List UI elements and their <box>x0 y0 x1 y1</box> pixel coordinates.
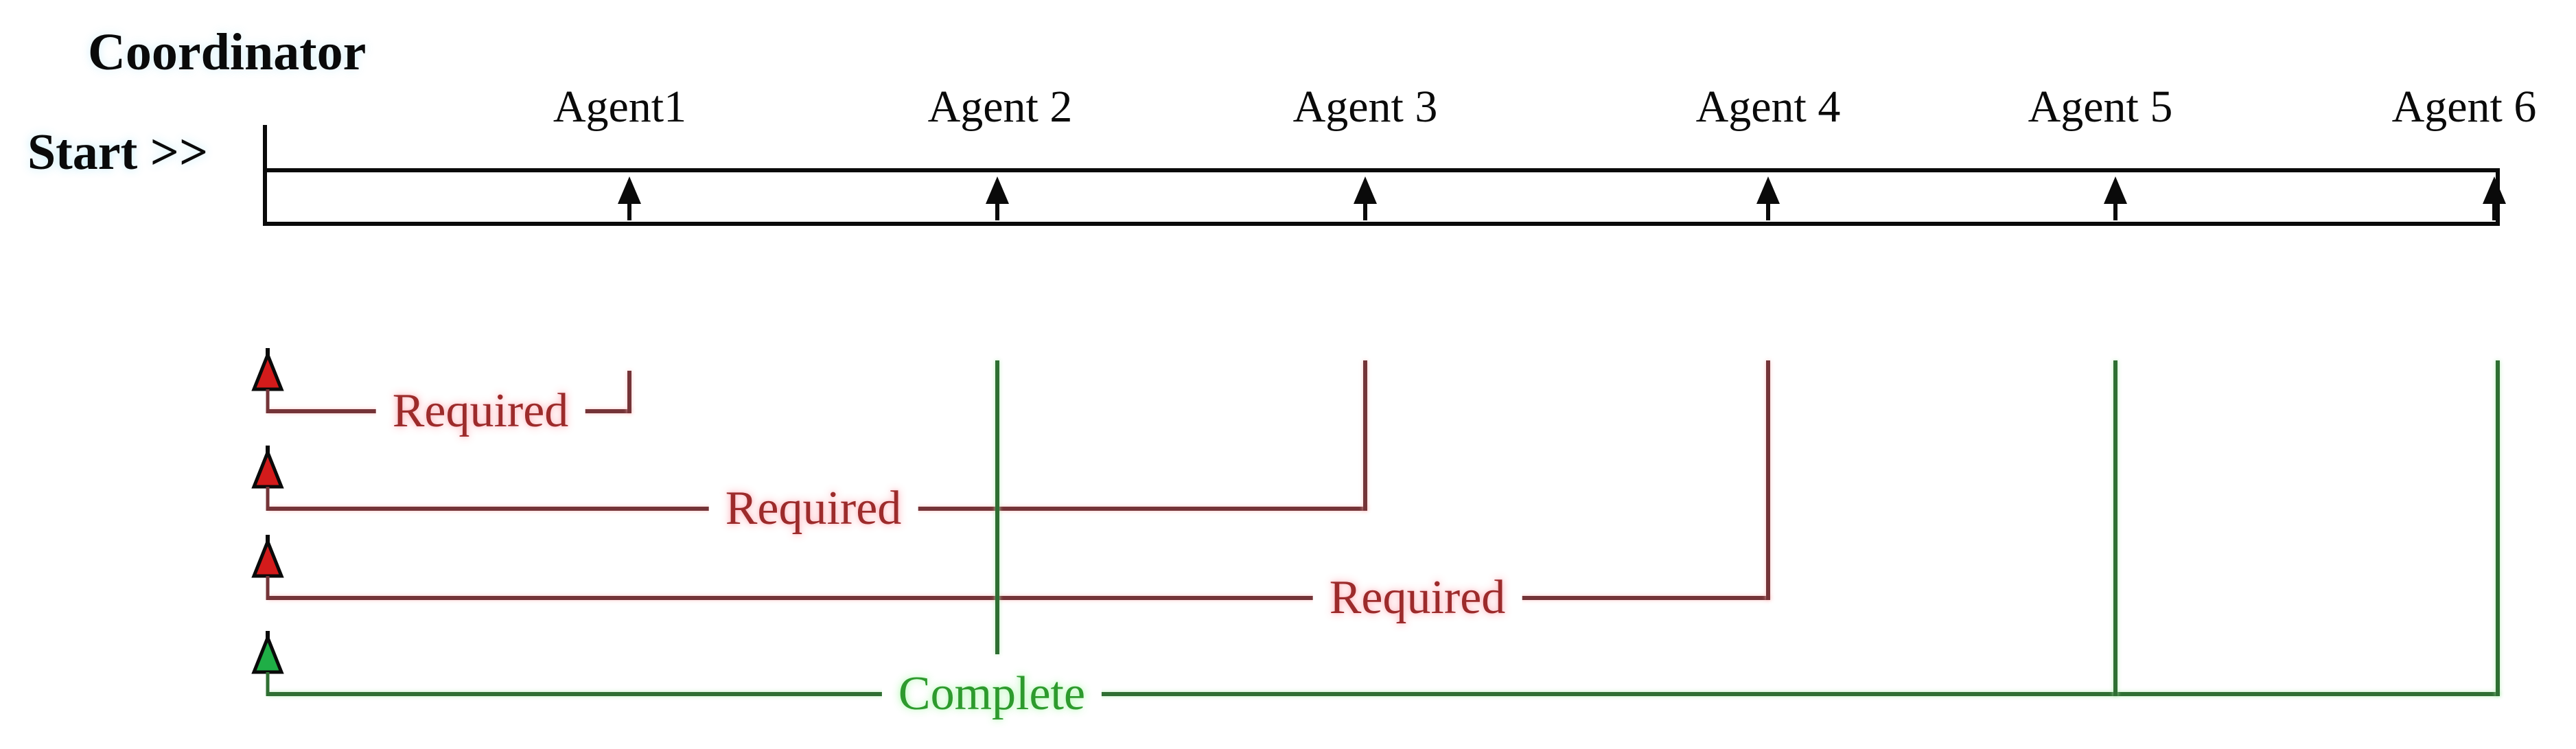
complete-line <box>268 692 2500 696</box>
required-arrow-icon-1 <box>251 348 284 413</box>
coordinator-bar <box>263 168 2500 226</box>
bar-tick-arrow-icon-5 <box>2104 176 2127 220</box>
complete-arrow-icon <box>251 631 284 696</box>
coordinator-label: Coordinator <box>88 23 367 81</box>
agent-label-4: Agent 4 <box>1695 82 1841 132</box>
complete-connector-agent2 <box>995 360 999 654</box>
required-label-3: Required <box>1312 573 1522 623</box>
agent-label-1: Agent1 <box>553 82 687 132</box>
agent-label-6: Agent 6 <box>2391 82 2537 132</box>
required-arrow-icon-2 <box>251 446 284 511</box>
start-label: Start >> <box>27 124 209 181</box>
complete-connector-agent6 <box>2496 360 2500 696</box>
agent-label-5: Agent 5 <box>2028 82 2173 132</box>
bar-tick-arrow-icon-6 <box>2483 176 2506 220</box>
required-label-1: Required <box>375 387 585 436</box>
required-arrow-icon-3 <box>251 535 284 600</box>
complete-label: Complete <box>881 669 1102 719</box>
required-line-3 <box>268 596 1770 600</box>
required-connector-agent3 <box>1363 360 1367 511</box>
bar-tick-arrow-icon-3 <box>1354 176 1377 220</box>
agent-label-3: Agent 3 <box>1292 82 1438 132</box>
bar-tick-arrow-icon-4 <box>1756 176 1780 220</box>
coordinator-bar-left-edge <box>263 125 267 170</box>
required-connector-agent4 <box>1766 360 1770 600</box>
required-label-2: Required <box>708 484 918 533</box>
bar-tick-arrow-icon-2 <box>986 176 1009 220</box>
required-connector-agent1 <box>627 371 631 413</box>
agent-label-2: Agent 2 <box>927 82 1073 132</box>
bar-tick-arrow-icon-1 <box>618 176 641 220</box>
complete-connector-agent5 <box>2113 360 2117 696</box>
